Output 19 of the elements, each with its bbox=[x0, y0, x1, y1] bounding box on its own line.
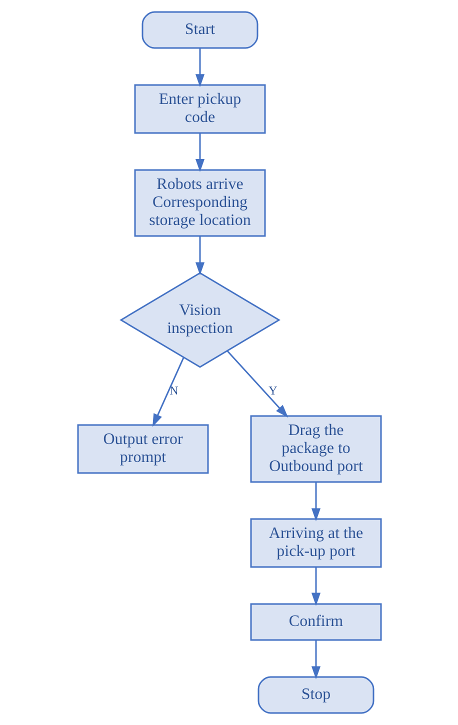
edge-label: Y bbox=[268, 384, 277, 398]
arrow bbox=[310, 567, 320, 606]
node-box: Robots arrive Corresponding storage location bbox=[134, 169, 266, 237]
node-box: Confirm bbox=[250, 603, 382, 641]
arrow bbox=[194, 48, 204, 88]
arrow bbox=[310, 482, 320, 522]
node-box: Start bbox=[141, 11, 258, 49]
node-box: Arriving at the pick-up port bbox=[250, 518, 382, 568]
node-box: Output error prompt bbox=[76, 424, 208, 474]
node-box: Drag the package to Outbound port bbox=[250, 415, 382, 483]
arrow bbox=[226, 350, 288, 418]
arrow bbox=[310, 640, 320, 680]
node-box: Stop bbox=[257, 676, 374, 714]
node-box: Enter pickup code bbox=[134, 84, 266, 134]
arrow bbox=[194, 133, 204, 172]
arrow bbox=[194, 236, 204, 276]
arrow bbox=[152, 357, 184, 427]
edge-label: N bbox=[169, 384, 178, 398]
node-diamond: Vision inspection bbox=[119, 272, 280, 368]
